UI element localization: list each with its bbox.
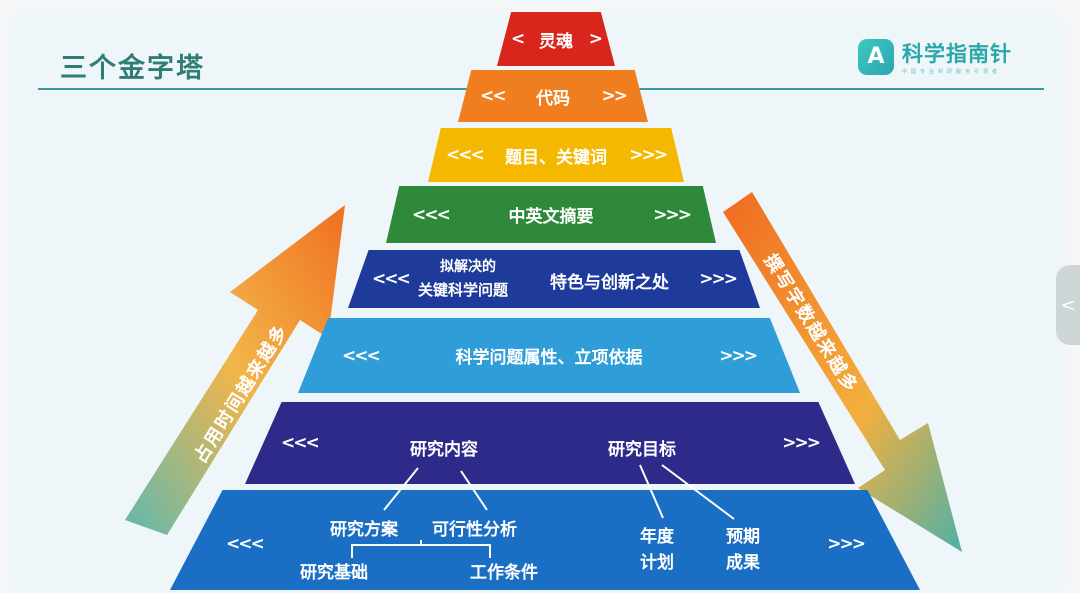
pyramid-layer-plan: <<< 研究方案 可行性分析 研究基础 工作条件 年度 计划 预期 成果 >>> [170,490,920,590]
chevron-right-icon: > [588,29,603,49]
logo-name: 科学指南针 [902,42,1012,66]
item-plan: 研究方案 [330,520,398,540]
layer-label: 特色与创新之处 [550,273,669,293]
chevron-left-icon: <<< [281,433,320,453]
item-schedule: 计划 [640,553,674,573]
pyramid-layer-content-goals: <<< 研究内容 研究目标 >>> [245,402,855,484]
item-annual: 年度 [640,527,674,547]
layer-label: 中英文摘要 [508,207,594,227]
layer-label: 灵魂 [539,31,573,52]
chevron-right-icon: >>> [827,534,866,554]
pyramid-layer-basis: <<< 科学问题属性、立项依据 >>> [298,318,800,393]
chevron-left-icon: <<< [446,145,485,165]
pyramid-layer-abstract: <<< 中英文摘要 >>> [386,186,716,243]
chevron-right-icon: >>> [782,433,821,453]
layer-label: 科学问题属性、立项依据 [455,348,643,368]
chevron-right-icon: >>> [653,204,692,225]
chevron-left-icon: <<< [342,345,381,366]
chevron-left-icon: < [1060,294,1076,316]
collapse-panel-button[interactable]: < [1056,265,1080,345]
slide-title: 三个金字塔 [60,53,205,84]
chevron-left-icon: <<< [372,269,411,289]
pyramid-layer-code: << 代码 >> [458,70,648,122]
layer-label: 关键科学问题 [418,281,509,299]
pyramid-layer-title-keywords: <<< 题目、关键词 >>> [428,128,684,182]
layer-label: 题目、关键词 [505,147,607,168]
logo: A 科学指南针 中国专业科研服务引领者 [858,38,1012,75]
chevron-right-icon: >>> [699,269,738,289]
chevron-left-icon: << [480,86,506,106]
right-down-arrow [723,192,962,552]
layer-label: 拟解决的 [440,259,496,275]
compass-logo-icon: A [858,38,894,75]
layer-label: 代码 [536,88,570,109]
item-expected: 预期 [726,527,760,547]
chevron-right-icon: >> [601,86,628,106]
left-up-arrow [125,205,345,535]
item-results: 成果 [726,553,760,573]
chevron-left-icon: <<< [226,534,265,554]
item-foundation: 研究基础 [300,563,368,583]
layer-label: 研究内容 [410,440,478,460]
logo-tagline: 中国专业科研服务引领者 [902,69,1002,75]
pyramid-layer-key-questions: <<< 拟解决的 关键科学问题 特色与创新之处 >>> [348,250,760,308]
pyramid-layer-soul: < 灵魂 > [497,12,615,66]
chevron-left-icon: <<< [412,204,451,225]
chevron-left-icon: < [511,29,525,49]
item-feasibility: 可行性分析 [432,520,517,540]
layer-label: 研究目标 [608,440,676,460]
chevron-right-icon: >>> [719,345,758,366]
item-conditions: 工作条件 [470,563,538,583]
chevron-right-icon: >>> [629,145,668,165]
